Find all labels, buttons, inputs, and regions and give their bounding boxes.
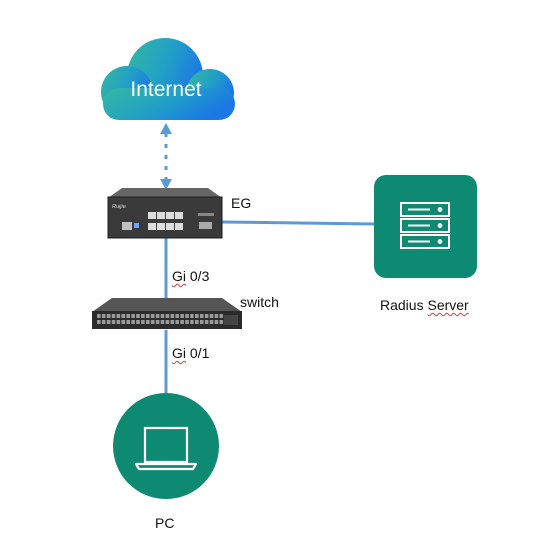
- gateway-router-icon: Ruijie: [107, 188, 223, 239]
- switch-port: [160, 314, 165, 318]
- switch-port: [150, 314, 155, 318]
- server-icon: [400, 202, 450, 249]
- switch-port: [97, 320, 101, 324]
- switch-port: [180, 320, 184, 324]
- switch-port: [170, 314, 175, 318]
- internet-label: Internet: [130, 78, 201, 101]
- switch-port: [165, 320, 170, 324]
- switch-port: [199, 314, 204, 318]
- switch-port: [199, 320, 204, 324]
- switch-port: [209, 314, 214, 318]
- switch-label: switch: [240, 294, 279, 310]
- switch-port: [116, 320, 121, 324]
- switch-port: [121, 314, 126, 318]
- switch-port: [126, 314, 130, 318]
- switch-port: [136, 314, 140, 318]
- link-eg-switch-port: 0/3: [189, 268, 210, 284]
- switch-port: [121, 320, 126, 324]
- switch-port: [111, 314, 116, 318]
- switch-port: [131, 320, 135, 324]
- links: [160, 123, 375, 394]
- switch-port: [141, 320, 145, 324]
- switch-port: [116, 314, 121, 318]
- switch-port: [185, 314, 189, 318]
- switch-port: [204, 320, 209, 324]
- switch-port: [175, 314, 179, 318]
- switch-port: [219, 314, 224, 318]
- switch-port: [111, 320, 116, 324]
- radius-server-label: Radius Server: [380, 297, 469, 313]
- link-switch-pc-label: Gi 0/1: [172, 345, 209, 361]
- switch-port: [170, 320, 175, 324]
- eg-label: EG: [231, 195, 252, 211]
- radius-label-word2: Server: [427, 297, 469, 313]
- switch-port: [219, 320, 224, 324]
- switch-port: [214, 320, 219, 324]
- link-eg-switch-label: Gi 0/3: [172, 268, 209, 284]
- cloud-icon: [101, 38, 235, 120]
- switch-port: [165, 314, 170, 318]
- switch-port: [204, 314, 209, 318]
- switch-port: [126, 320, 130, 324]
- link-eg-switch-word: Gi: [172, 268, 186, 284]
- switch-port: [131, 314, 135, 318]
- pc-node: [113, 393, 219, 499]
- switch-port: [195, 314, 199, 318]
- link-switch-pc-port: 0/1: [189, 345, 210, 361]
- link-arrowhead-down: [160, 179, 172, 190]
- switch-port: [101, 320, 106, 324]
- internet-cloud-node: Internet: [101, 38, 235, 120]
- switch-port: [190, 314, 194, 318]
- laptop-icon: [134, 426, 198, 471]
- switch-port: [106, 314, 111, 318]
- switch-port: [150, 320, 155, 324]
- device-brand-text: Ruijie: [112, 204, 126, 210]
- switch-port: [214, 314, 219, 318]
- network-switch-icon: [92, 298, 242, 329]
- switch-port: [146, 320, 150, 324]
- switch-port: [97, 314, 101, 318]
- switch-port: [209, 320, 214, 324]
- switch-port: [155, 314, 160, 318]
- switch-port: [146, 314, 150, 318]
- switch-port: [190, 320, 194, 324]
- pc-label: PC: [155, 515, 175, 531]
- switch-port: [160, 320, 165, 324]
- radius-server-node: [374, 175, 477, 278]
- switch-port: [136, 320, 140, 324]
- switch-port: [180, 314, 184, 318]
- switch-port: [141, 314, 145, 318]
- link-eg-radius: [221, 220, 375, 226]
- switch-port: [155, 320, 160, 324]
- link-switch-pc-word: Gi: [172, 345, 186, 361]
- switch-port: [195, 320, 199, 324]
- radius-label-word1: Radius: [380, 297, 424, 313]
- switch-port: [175, 320, 179, 324]
- switch-port: [106, 320, 111, 324]
- switch-port: [185, 320, 189, 324]
- link-arrowhead-up: [160, 123, 172, 134]
- switch-port: [101, 314, 106, 318]
